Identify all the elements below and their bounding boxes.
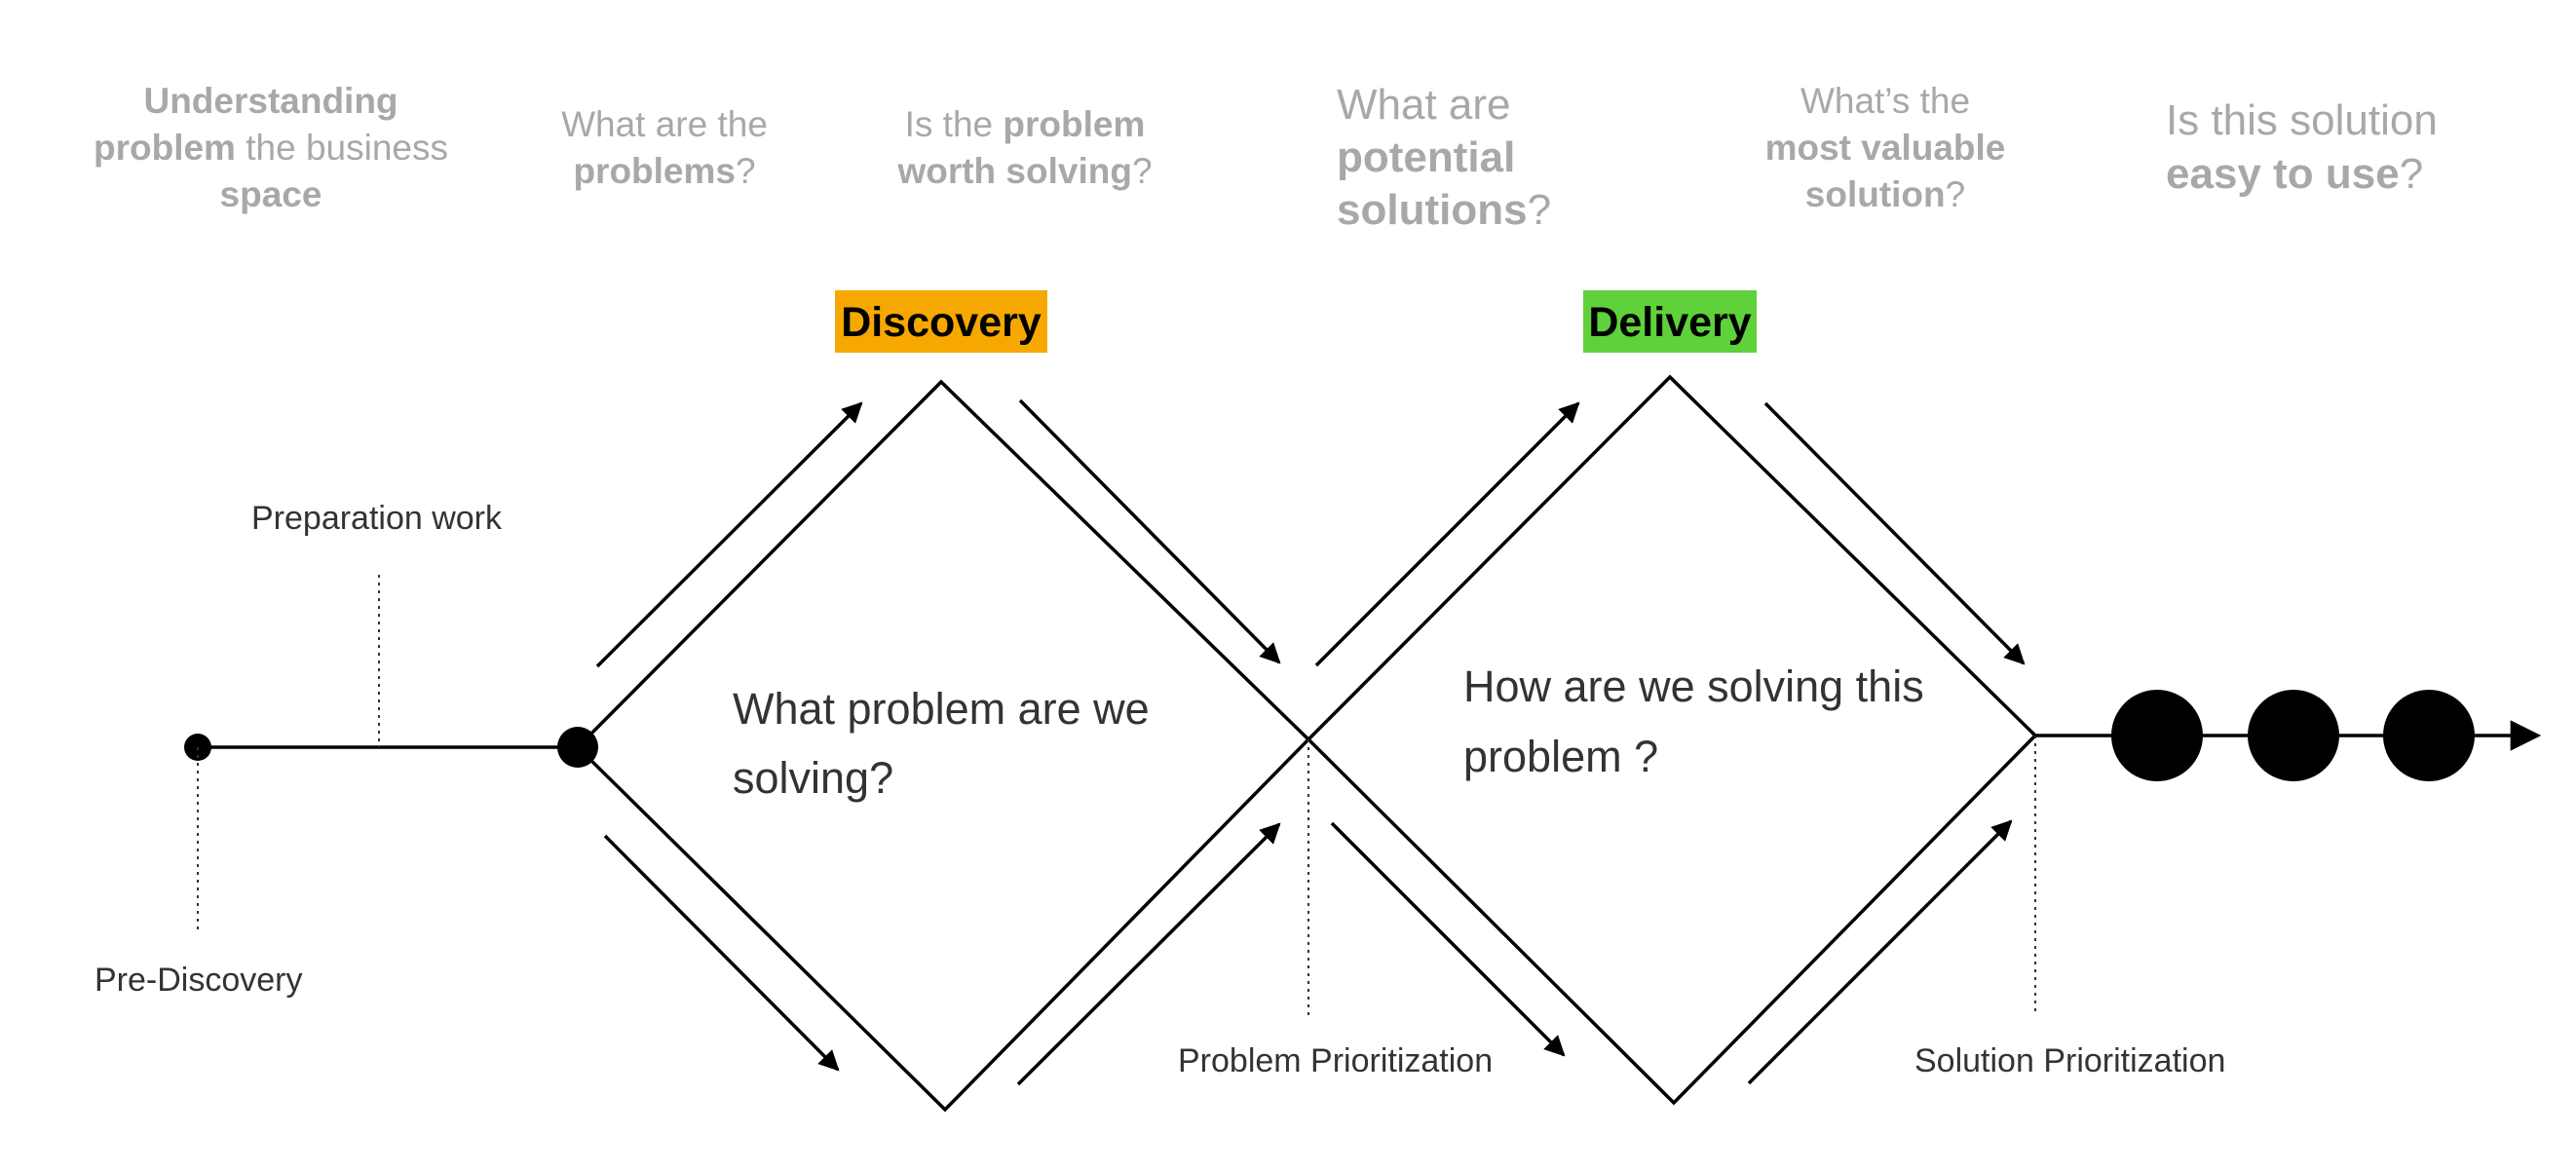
develop-arrow-down xyxy=(1330,821,1566,1057)
pre-discovery-label: Pre-Discovery xyxy=(95,962,302,999)
diverge-arrow-up xyxy=(595,401,863,668)
question-emphasis: easy to use xyxy=(2166,150,2400,198)
question-emphasis: Understanding xyxy=(143,81,398,121)
delivery-question-line-2: problem ? xyxy=(1463,732,1658,781)
converge-arrow-down xyxy=(1018,398,1281,664)
question-line: potential xyxy=(1337,133,1515,181)
question-text: ? xyxy=(1528,186,1551,234)
question-line: solution? xyxy=(1805,174,1965,214)
question-line: What are xyxy=(1337,81,1511,129)
deliver-arrow-up xyxy=(1747,819,2013,1085)
discovery-diamond xyxy=(575,379,1311,1113)
converge-arrow-up xyxy=(1016,822,1281,1086)
question-emphasis: worth solving xyxy=(896,151,1132,191)
discovery-label: Discovery xyxy=(841,299,1042,346)
deliver-arrow-down xyxy=(1763,401,2026,665)
question-text: the business xyxy=(236,128,448,168)
question-text: ? xyxy=(736,151,756,191)
question-text: ? xyxy=(1132,151,1153,191)
question-line: most valuable xyxy=(1765,128,2006,168)
question-potential-solutions: What are potential solutions? xyxy=(1337,81,1551,234)
question-emphasis: problem xyxy=(1003,104,1145,144)
question-emphasis: problem xyxy=(94,128,236,168)
problem-prioritization-label: Problem Prioritization xyxy=(1178,1042,1493,1079)
iteration-dot xyxy=(2111,690,2203,781)
question-text: Is the xyxy=(905,104,1004,144)
question-line: easy to use? xyxy=(2166,150,2423,198)
question-text: What are the xyxy=(561,104,768,144)
question-line: problem the business xyxy=(94,128,448,168)
diverge-arrow-down xyxy=(603,834,840,1072)
question-text: ? xyxy=(1946,174,1966,214)
question-line: Is the problem xyxy=(905,104,1146,144)
preparation-work-label: Preparation work xyxy=(251,500,503,537)
question-line: What are the xyxy=(561,104,768,144)
discovery-question-line-1: What problem are we xyxy=(733,684,1150,734)
question-text: Is this solution xyxy=(2166,96,2438,144)
discovery-question-line-2: solving? xyxy=(733,753,893,803)
question-text: What are xyxy=(1337,81,1511,129)
question-emphasis: problems xyxy=(573,151,736,191)
solution-prioritization-label: Solution Prioritization xyxy=(1914,1042,2225,1079)
question-emphasis: solutions xyxy=(1337,186,1528,234)
question-text: What’s the xyxy=(1800,81,1970,121)
question-line: What’s the xyxy=(1800,81,1970,121)
discovery-tag-background xyxy=(835,290,1047,353)
question-emphasis: solution xyxy=(1805,174,1946,214)
iteration-dot xyxy=(2383,690,2475,781)
question-understanding-space: Understanding problem the business space xyxy=(94,81,448,214)
develop-arrow-up xyxy=(1314,401,1580,667)
question-line: Understanding xyxy=(143,81,398,121)
question-emphasis: potential xyxy=(1337,133,1515,181)
question-emphasis: space xyxy=(220,174,322,214)
question-most-valuable-solution: What’s the most valuable solution? xyxy=(1765,81,2006,214)
delivery-tag-background xyxy=(1583,290,1757,353)
question-line: space xyxy=(220,174,322,214)
question-line: Is this solution xyxy=(2166,96,2438,144)
delivery-label: Delivery xyxy=(1588,299,1751,346)
question-what-are-problems: What are the problems? xyxy=(561,104,768,191)
question-line: problems? xyxy=(573,151,755,191)
question-line: solutions? xyxy=(1337,186,1551,234)
question-text: ? xyxy=(2400,150,2423,198)
question-easy-to-use: Is this solution easy to use? xyxy=(2166,96,2438,198)
question-worth-solving: Is the problem worth solving? xyxy=(896,104,1152,191)
question-line: worth solving? xyxy=(896,151,1152,191)
question-emphasis: most valuable xyxy=(1765,128,2006,168)
delivery-diamond xyxy=(1306,374,2038,1106)
delivery-question-line-1: How are we solving this xyxy=(1463,661,1924,711)
iteration-dot xyxy=(2248,690,2339,781)
